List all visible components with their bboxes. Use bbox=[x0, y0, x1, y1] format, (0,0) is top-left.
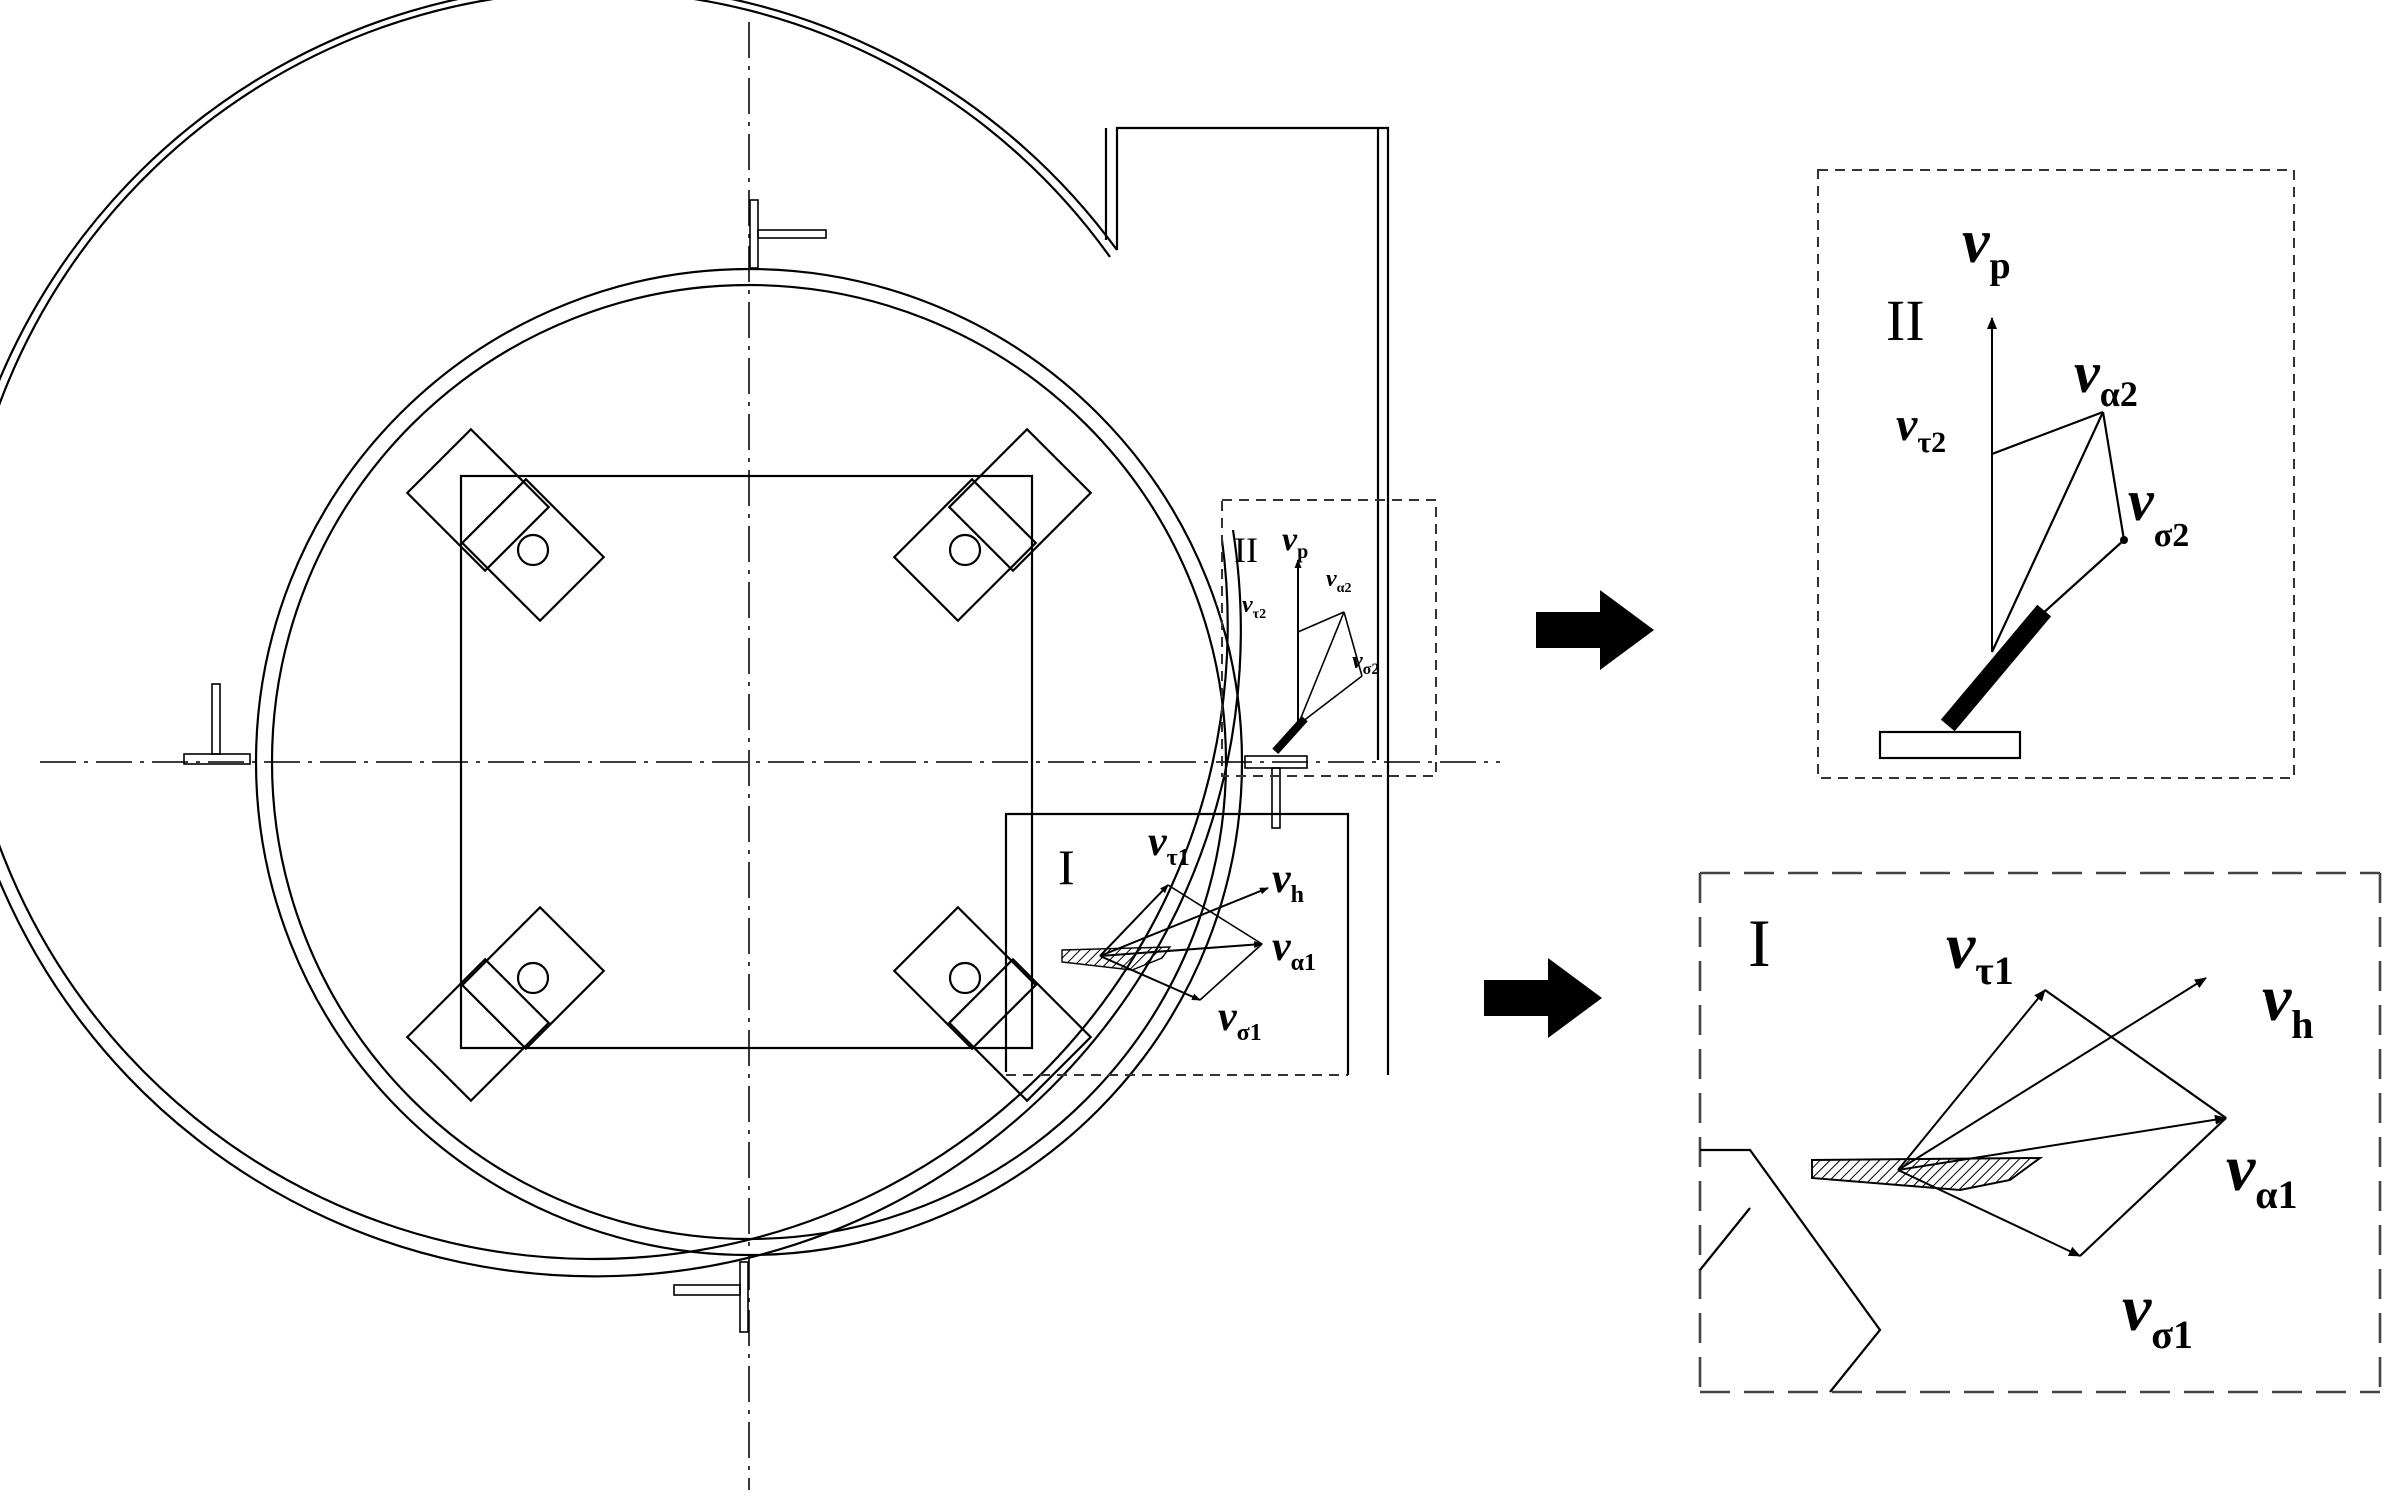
vector-label-v-alpha1: vα1 bbox=[1272, 924, 1316, 976]
region-ii-vectors bbox=[1272, 559, 1363, 755]
detail-ii-base-plate bbox=[1878, 730, 2022, 760]
clamp-block-bottom-left bbox=[405, 905, 606, 1103]
bracket-top bbox=[749, 199, 827, 269]
detail-label-v-sigma2: vσ2 bbox=[2128, 468, 2189, 554]
outlet-duct bbox=[1115, 126, 1390, 760]
rotor-ring-outer bbox=[254, 267, 1244, 1257]
detail-i-blade-hatched bbox=[1811, 1156, 2044, 1192]
clamp-block-bottom-right bbox=[892, 905, 1093, 1103]
clamp-block-top-right bbox=[892, 427, 1093, 623]
rotor-ring-inner bbox=[270, 283, 1228, 1241]
callout-arrow-ii bbox=[1536, 590, 1654, 670]
region-ii-label: II bbox=[1234, 530, 1258, 570]
region-i-frame bbox=[1004, 812, 1350, 1075]
housing-outer-wall bbox=[0, 0, 1242, 1278]
detail-label-v-tau1: vτ1 bbox=[1946, 910, 2014, 993]
square-frame bbox=[459, 474, 1034, 1050]
vector-label-v-sigma1: vσ1 bbox=[1218, 994, 1262, 1046]
detail-label-v-p: vp bbox=[1962, 208, 2011, 287]
vector-label-v-h: vh bbox=[1272, 856, 1304, 908]
vector-label-v-tau1: vτ1 bbox=[1148, 819, 1190, 871]
small-label-v-p: vp bbox=[1282, 521, 1308, 563]
region-i-label: I bbox=[1058, 839, 1075, 895]
detail-label-v-alpha2: vα2 bbox=[2074, 340, 2138, 414]
bracket-left bbox=[183, 683, 251, 765]
blade-bar-small bbox=[1272, 715, 1308, 755]
detail-i-label: I bbox=[1748, 905, 1771, 981]
detail-label-v-tau2: vτ2 bbox=[1896, 398, 1946, 459]
region-i-vectors bbox=[1061, 884, 1269, 1001]
detail-i-clamp-fragment bbox=[1699, 1148, 1882, 1393]
detail-label-v-alpha1: vα1 bbox=[2226, 1132, 2298, 1217]
callout-arrow-i bbox=[1484, 958, 1602, 1038]
detail-label-v-h: vh bbox=[2262, 962, 2314, 1047]
detail-ii-blade-bar bbox=[1940, 604, 2052, 732]
bracket-bottom bbox=[673, 1261, 749, 1333]
detail-ii-label: II bbox=[1886, 288, 1925, 353]
clamp-block-top-left bbox=[405, 427, 606, 623]
detail-ii-frame bbox=[1817, 169, 2295, 779]
housing-inner-wall bbox=[0, 0, 1229, 1261]
main-drawing: I vτ1 vh vα1 vσ1 II vp vτ2 vα2 bbox=[0, 0, 1500, 1490]
region-ii-frame bbox=[1221, 499, 1437, 777]
detail-i-panel bbox=[1698, 871, 2382, 1394]
detail-ii-panel bbox=[1817, 169, 2295, 779]
small-label-v-tau2: vτ2 bbox=[1242, 592, 1266, 622]
small-label-v-alpha2: vα2 bbox=[1326, 566, 1351, 596]
detail-label-v-sigma1: vσ1 bbox=[2122, 1272, 2193, 1357]
small-label-v-sigma2: vσ2 bbox=[1352, 648, 1379, 678]
bracket-right bbox=[1244, 755, 1308, 829]
